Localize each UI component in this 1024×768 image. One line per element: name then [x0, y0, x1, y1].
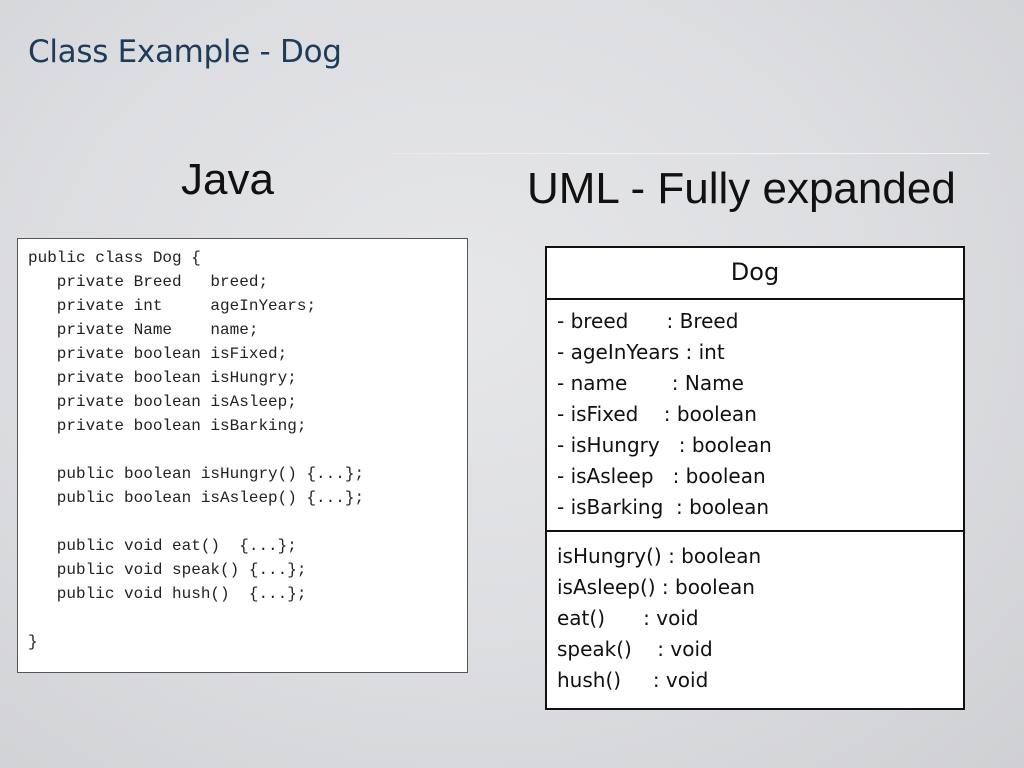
uml-attribute: - isFixed : boolean	[557, 402, 757, 426]
uml-method: eat() : void	[557, 606, 699, 630]
slide-title: Class Example - Dog	[28, 34, 342, 70]
uml-attribute: - isBarking : boolean	[557, 495, 770, 519]
uml-attribute: - isHungry : boolean	[557, 433, 772, 457]
code-line: private boolean isBarking;	[28, 417, 307, 435]
code-line: public void hush() {...};	[28, 585, 307, 603]
uml-methods-compartment: isHungry() : boolean isAsleep() : boolea…	[547, 532, 963, 708]
code-line: private boolean isHungry;	[28, 369, 297, 387]
code-line: private int ageInYears;	[28, 297, 317, 315]
uml-method: isAsleep() : boolean	[557, 575, 755, 599]
uml-class-diagram: Dog - breed : Breed - ageInYears : int -…	[545, 246, 965, 710]
uml-name-compartment: Dog	[547, 248, 963, 300]
code-line: public boolean isHungry() {...};	[28, 465, 365, 483]
uml-attribute: - ageInYears : int	[557, 340, 725, 364]
uml-method: speak() : void	[557, 637, 713, 661]
uml-class-name: Dog	[730, 258, 780, 286]
uml-attribute: - name : Name	[557, 371, 744, 395]
code-line: public void eat() {...};	[28, 537, 297, 555]
code-line: private boolean isFixed;	[28, 345, 288, 363]
uml-attribute: - isAsleep : boolean	[557, 464, 766, 488]
code-line: private Breed breed;	[28, 273, 269, 291]
code-line: }	[28, 633, 38, 651]
code-line: public boolean isAsleep() {...};	[28, 489, 365, 507]
uml-attributes-compartment: - breed : Breed - ageInYears : int - nam…	[547, 300, 963, 532]
code-line: private boolean isAsleep;	[28, 393, 297, 411]
code-line: private Name name;	[28, 321, 259, 339]
code-line: public void speak() {...};	[28, 561, 307, 579]
uml-heading: UML - Fully expanded	[527, 164, 956, 213]
java-heading: Java	[181, 155, 274, 204]
uml-method: hush() : void	[557, 668, 709, 692]
uml-method: isHungry() : boolean	[557, 544, 762, 568]
uml-attribute: - breed : Breed	[557, 309, 739, 333]
title-divider	[393, 153, 990, 154]
code-line: public class Dog {	[28, 249, 201, 267]
java-code-box: public class Dog { private Breed breed; …	[17, 238, 468, 673]
